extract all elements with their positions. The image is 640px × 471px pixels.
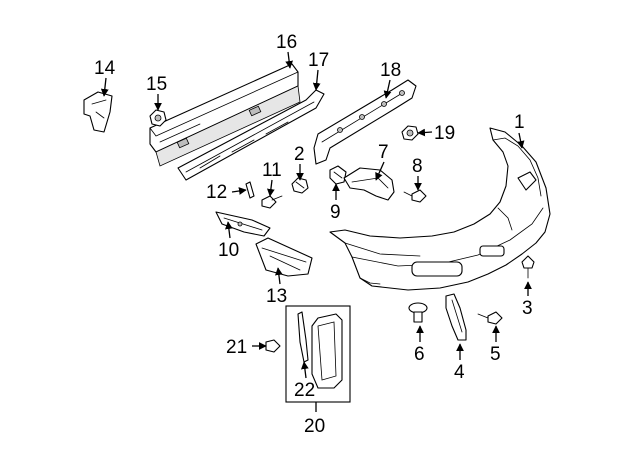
bolt-5-drawing	[477, 311, 503, 325]
bolt-8-drawing	[403, 189, 427, 203]
callout-15: 15	[146, 74, 167, 95]
callout-1: 1	[514, 112, 525, 133]
callout-8: 8	[412, 156, 423, 177]
stud-12-drawing	[245, 181, 255, 199]
bracket-14-drawing	[83, 91, 113, 133]
nut-21-drawing	[265, 339, 281, 353]
clip-2-drawing	[291, 177, 309, 194]
reflector-drawing	[311, 313, 343, 389]
callout-9: 9	[330, 202, 341, 223]
retainer-9-drawing	[329, 165, 347, 185]
clip-3-drawing	[521, 255, 535, 279]
callout-3: 3	[522, 298, 533, 319]
callout-21: 21	[226, 337, 247, 358]
callout-19: 19	[434, 123, 455, 144]
callout-5: 5	[490, 344, 501, 365]
callout-labels: 1 2 3 4 5 6 7 8 9 10 11 12 13 14 15 16 1…	[94, 32, 533, 437]
nut-15-drawing	[149, 109, 167, 127]
callout-10: 10	[218, 240, 239, 261]
callout-11: 11	[262, 160, 282, 181]
callout-4: 4	[454, 362, 465, 383]
nut-19-drawing	[401, 125, 419, 141]
callout-2: 2	[294, 144, 305, 165]
bumper-cover-drawing	[329, 127, 551, 291]
seal-22-drawing	[297, 311, 309, 363]
callout-14: 14	[94, 58, 116, 79]
energy-absorber-drawing	[177, 89, 325, 181]
side-bracket-7-drawing	[343, 167, 395, 201]
callout-6: 6	[414, 344, 425, 365]
callout-12: 12	[206, 182, 227, 203]
bracket-13-drawing	[255, 237, 313, 277]
bracket-10-drawing	[215, 211, 271, 237]
callout-20: 20	[304, 416, 325, 437]
callout-17: 17	[308, 50, 329, 71]
callout-22: 22	[294, 380, 315, 401]
upper-bracket-drawing	[313, 79, 417, 165]
callout-16: 16	[276, 32, 297, 53]
callout-13: 13	[266, 286, 287, 307]
leader-lines	[100, 51, 532, 412]
bolt-11-drawing	[261, 195, 283, 209]
fastener-6-drawing	[408, 302, 428, 323]
reflector-kit-frame	[285, 305, 351, 403]
bracket-4-drawing	[445, 293, 467, 341]
callout-18: 18	[380, 60, 401, 81]
callout-7: 7	[378, 142, 389, 163]
